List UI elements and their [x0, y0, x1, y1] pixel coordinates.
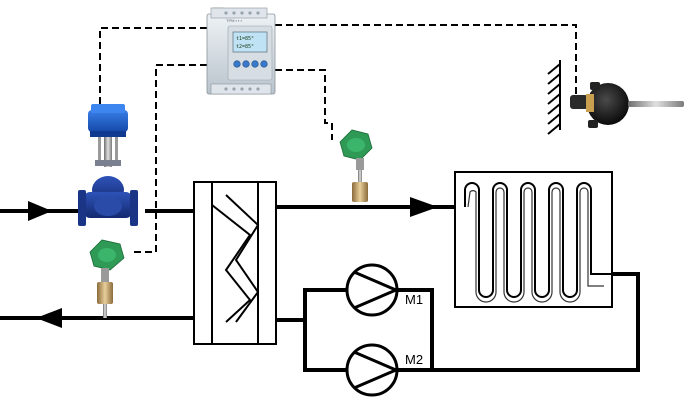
- signal-lines: [99, 24, 577, 253]
- display-line-1: t1=85°: [236, 36, 254, 42]
- flow-arrow-icon: [28, 201, 52, 221]
- display-line-2: t2=85°: [236, 44, 254, 50]
- pump-m2: M2: [345, 343, 423, 397]
- signal-line-to-supply-sensor: [130, 64, 207, 253]
- pump-m1: M1: [345, 263, 423, 317]
- pump-label: M1: [405, 292, 423, 307]
- control-valve-icon: [78, 104, 138, 226]
- temperature-sensor-icon: [89, 239, 125, 318]
- signal-line-to-outdoor-sensor: [275, 24, 577, 95]
- controller-icon: ТРМ ▪ ▪ ▪ t1=85° t2=85°: [206, 7, 276, 95]
- signal-line-to-valve: [99, 27, 207, 110]
- heat-exchanger-icon: [193, 181, 277, 345]
- wall-hatch-icon: [547, 60, 561, 135]
- flow-arrow-icon: [410, 197, 438, 217]
- pump-label: M2: [405, 352, 423, 367]
- svg-text:ТРМ ▪ ▪ ▪: ТРМ ▪ ▪ ▪: [226, 18, 243, 23]
- temperature-sensor-icon: [339, 129, 373, 202]
- controller-button: [260, 60, 268, 68]
- controller-button: [233, 60, 241, 68]
- flow-arrow-icon: [36, 308, 62, 328]
- radiator-icon: [454, 171, 613, 308]
- controller-button: [242, 60, 250, 68]
- signal-line-to-return-sensor: [275, 69, 333, 140]
- outdoor-sensor-icon: [570, 82, 684, 128]
- controller-button: [251, 60, 259, 68]
- controller-display: [232, 31, 268, 53]
